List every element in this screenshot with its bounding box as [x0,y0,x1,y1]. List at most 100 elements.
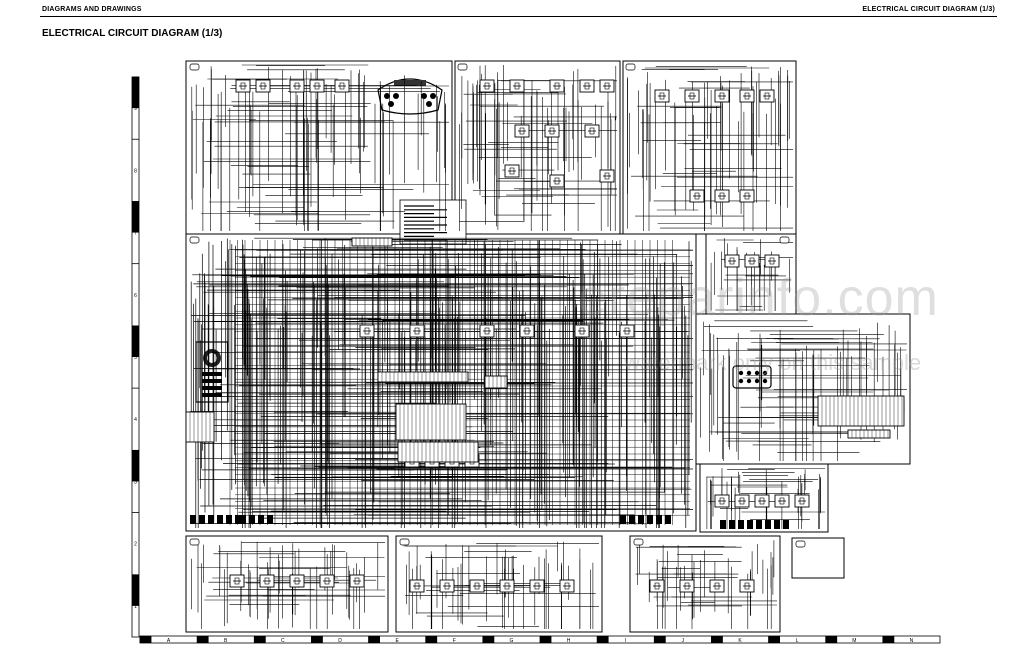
relay-symbol [649,579,665,593]
fuse-symbol [647,515,653,524]
watermark-main: ereparinfo.com [578,269,939,327]
connector-block [351,237,393,247]
panel-badge [795,540,806,548]
row-label: 7 [134,231,137,237]
column-label: J [682,638,685,644]
relay-symbol [289,574,305,588]
relay-symbol [439,579,455,593]
fuse-symbol [226,515,232,524]
relay-symbol [235,79,251,93]
column-label: N [910,638,914,644]
panel-badge [189,236,200,244]
relay-symbol [599,79,615,93]
connector-block [377,371,469,383]
relay-symbol [229,574,245,588]
column-label: B [224,638,228,644]
panel-badge [189,538,200,546]
row-label: 9 [134,106,137,112]
relay-symbol [334,79,350,93]
panel-badge [189,63,200,71]
fuse-symbol [240,515,246,524]
panel-bottom-right [629,535,781,633]
row-label: 2 [134,542,137,548]
relay-symbol [509,79,525,93]
relay-symbol [714,189,730,203]
panel-badge [625,63,636,71]
legend-box [399,199,467,245]
column-label: E [395,638,399,644]
fuse-symbol [747,520,753,529]
relay-symbol [349,574,365,588]
panel-badge [399,538,410,546]
relay-symbol [714,494,730,508]
fuse-symbol [249,515,255,524]
fuse-symbol [656,515,662,524]
relay-symbol [739,89,755,103]
relay-symbol [734,494,750,508]
fuse-symbol [620,515,626,524]
column-label: K [738,638,742,644]
fuse-symbol [258,515,264,524]
header-rule [40,16,997,17]
column-label: M [852,638,856,644]
relay-symbol [479,324,495,338]
relay-symbol [759,89,775,103]
panel-bottom-middle [395,535,603,633]
row-label: 3 [134,479,137,485]
connector-block [847,429,891,439]
relay-symbol [754,494,770,508]
panel-bottom-far-right [791,537,845,579]
connector-block [484,375,508,389]
fuse-symbol [783,520,789,529]
fuse-symbol [665,515,671,524]
relay-symbol [679,579,695,593]
components [185,63,905,593]
relay-symbol [409,324,425,338]
fuse-symbol [720,520,726,529]
fuse-symbol [756,520,762,529]
header-section-label: DIAGRAMS AND DRAWINGS [42,6,142,13]
relay-symbol [479,79,495,93]
relay-symbol [359,324,375,338]
relay-symbol [774,494,790,508]
relay-symbol [499,579,515,593]
relay-symbol [654,89,670,103]
relay-symbol [689,189,705,203]
fuse-symbol [765,520,771,529]
column-label: L [796,638,799,644]
connector-block [395,403,467,441]
panel-bottom-left [185,535,389,633]
connector-block [397,441,479,463]
relay-symbol [504,164,520,178]
fuse-symbol [774,520,780,529]
fuse-symbol [738,520,744,529]
column-label: A [167,638,171,644]
relay-symbol [309,79,325,93]
relay-symbol [544,124,560,138]
relay-symbol [599,169,615,183]
relay-symbol [319,574,335,588]
relay-symbol [619,324,635,338]
relay-symbol [469,579,485,593]
relay-symbol [739,189,755,203]
relay-symbol [579,79,595,93]
connector-block [185,411,215,443]
watermark-sub: watermark only on this sample [624,350,922,375]
relay-symbol [744,254,760,268]
relay-symbol [584,124,600,138]
column-label: F [453,638,456,644]
relay-symbol [255,79,271,93]
fuse-symbol [208,515,214,524]
relay-symbol [529,579,545,593]
panel-right-lower [699,463,829,533]
row-label: 1 [134,604,137,610]
fuse-symbol [729,520,735,529]
relay-symbol [289,79,305,93]
row-label: 4 [134,417,137,423]
wiring-harness [190,64,907,629]
column-label: G [509,638,513,644]
fuse-symbol [267,515,273,524]
relay-symbol [409,579,425,593]
